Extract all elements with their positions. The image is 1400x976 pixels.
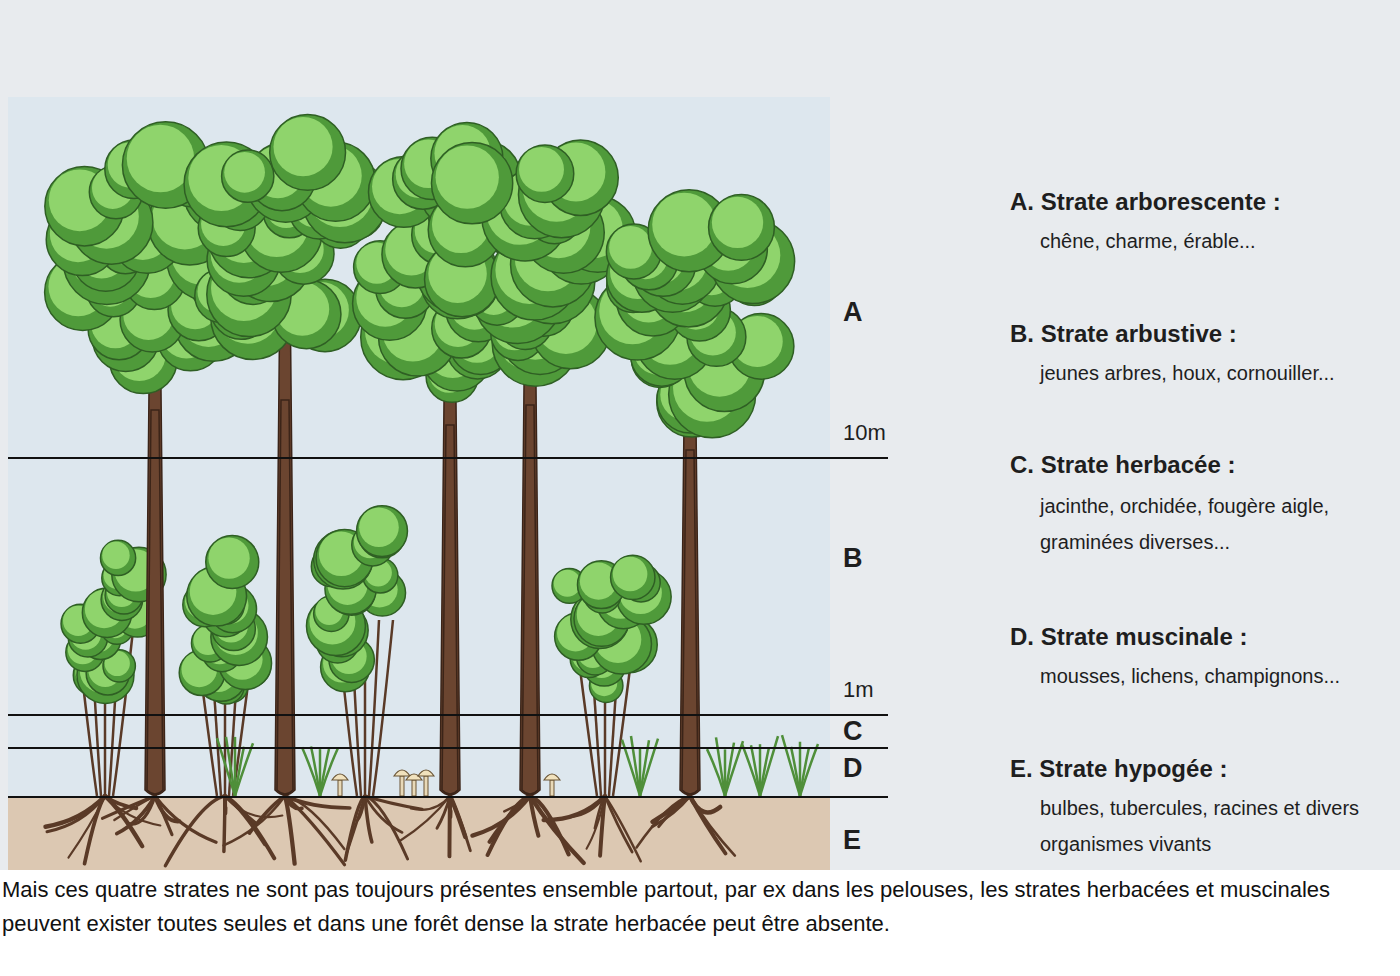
stratum-heading: E. Strate hypogée : [1010, 751, 1227, 787]
shrub [179, 536, 271, 796]
soil [8, 797, 830, 870]
roots [46, 796, 735, 866]
stratum-examples: bulbes, tubercules, racines et divers or… [1040, 790, 1395, 862]
tree [595, 190, 795, 795]
stratum-heading: C. Strate herbacée : [1010, 447, 1235, 483]
shrub [552, 555, 671, 796]
mushrooms [332, 770, 560, 796]
sky-panel [8, 97, 830, 870]
stratum-letter: B [843, 544, 863, 574]
stratum-letter: E [843, 826, 861, 856]
height-mark: 10m [843, 421, 886, 445]
stratum-line [8, 747, 888, 749]
tree [184, 114, 387, 795]
stratum-examples: chêne, charme, érable... [1040, 223, 1256, 259]
stratum-examples: jeunes arbres, houx, cornouiller... [1040, 355, 1335, 391]
stratum-examples: jacinthe, orchidée, fougère aigle, grami… [1040, 488, 1395, 560]
stratum-examples: mousses, lichens, champignons... [1040, 658, 1340, 694]
stratum-heading: B. Strate arbustive : [1010, 316, 1237, 352]
stratum-line [8, 796, 888, 798]
stratum-letter: D [843, 754, 863, 784]
stratum-heading: D. Strate muscinale : [1010, 619, 1247, 655]
stratum-line [8, 457, 888, 459]
stratum-heading: A. Strate arborescente : [1010, 184, 1281, 220]
stratum-letter: C [843, 717, 863, 747]
stratum-line [8, 714, 888, 716]
height-mark: 1m [843, 678, 874, 702]
tree [425, 140, 636, 795]
herbs [217, 735, 818, 796]
stratum-letter: A [843, 298, 863, 328]
shrub [306, 506, 407, 796]
caption: Mais ces quatre strates ne sont pas touj… [2, 873, 1392, 941]
